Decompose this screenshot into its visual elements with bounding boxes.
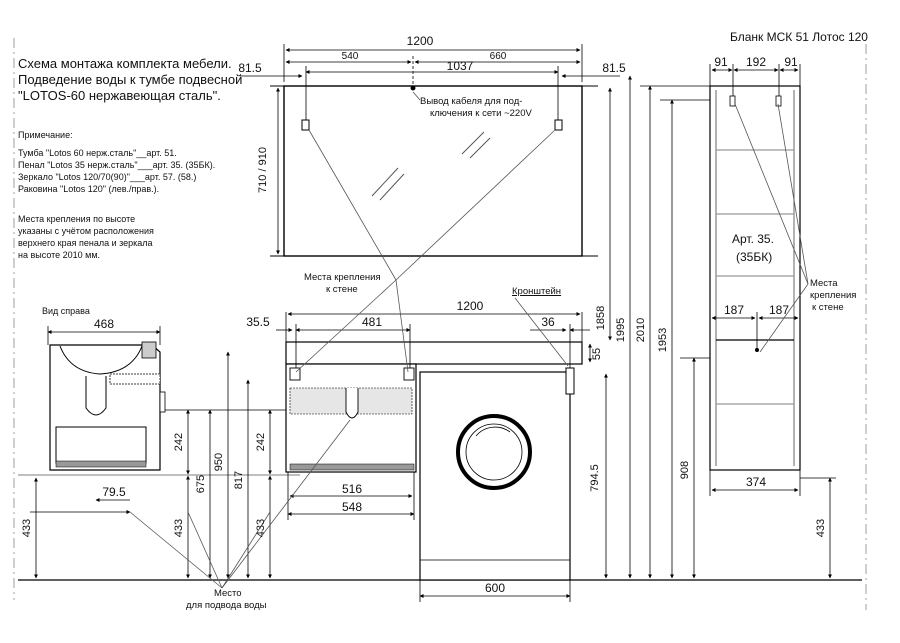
dim-front-242a: 242 (173, 433, 185, 451)
dim-h-1995: 1995 (615, 318, 627, 342)
tall-cabinet (709, 85, 801, 471)
cabinet-mount-label-1: Места (810, 278, 838, 289)
form-title: Бланк МСК 51 Лотос 120 (730, 30, 868, 44)
dim-mirror-width: 1200 (407, 34, 434, 48)
dim-wm-width: 600 (485, 581, 505, 595)
dim-h-1953: 1953 (657, 328, 669, 352)
dim-cabinet-width: 548 (342, 500, 362, 514)
mounting-line-1: Места крепления по высоте (18, 214, 136, 224)
mount-points-label-2: к стене (326, 284, 358, 295)
washing-machine (419, 367, 608, 602)
dim-penal-91a: 91 (714, 55, 728, 69)
dim-mirror-inner: 1037 (447, 59, 474, 73)
dim-side-depth: 468 (94, 317, 114, 331)
dim-h-433c: 433 (815, 519, 827, 537)
dim-mirror-left: 540 (342, 51, 359, 62)
dim-mirror-side-right: 81.5 (602, 61, 626, 75)
vanity-front (285, 341, 583, 473)
dim-front-433a: 433 (173, 519, 185, 537)
bracket-label: Кронштейн (512, 286, 562, 297)
scheme-line-1: Схема монтажа комплекта мебели. (18, 56, 232, 71)
dim-front-433b: 433 (255, 519, 267, 537)
notes-item-1: Тумба "Lotos 60 нерж.сталь"__арт. 51. (18, 148, 177, 158)
water-label-1: Место (214, 588, 242, 599)
cabinet-mount-label-3: к стене (812, 302, 844, 313)
cabinet-mount-label-2: крепления (810, 290, 857, 301)
dim-side-water-offset: 79.5 (102, 485, 126, 499)
front-vertical-dimensions (165, 351, 290, 579)
cabinet-dimensions (709, 64, 801, 496)
dim-mirror-height: 710 / 910 (257, 147, 269, 193)
dim-h-908: 908 (679, 461, 691, 479)
dim-front-242b: 242 (255, 433, 267, 451)
dim-wm-height: 794.5 (589, 464, 601, 492)
mounting-line-4: на высоте 2010 мм. (18, 250, 101, 260)
dim-penal-374: 374 (746, 475, 766, 489)
dim-mirror-right: 660 (490, 51, 507, 62)
side-view-label: Вид справа (42, 306, 90, 316)
dim-penal-192: 192 (746, 55, 766, 69)
side-view-drawing (30, 326, 166, 579)
vanity-dimensions (276, 312, 592, 520)
cable-label-1: Вывод кабеля для под- (420, 96, 523, 107)
dim-penal-91b: 91 (784, 55, 798, 69)
dim-mirror-side-left: 81.5 (238, 61, 262, 75)
mount-points-label-1: Места крепления (304, 272, 381, 283)
dim-top-left: 481 (362, 315, 382, 329)
scheme-line-3: "LOTOS-60 нержавеющая сталь". (18, 88, 221, 103)
dim-penal-187a: 187 (724, 303, 744, 317)
mounting-line-2: указаны с учётом расположения (18, 226, 154, 236)
mirror-dimensions (240, 44, 620, 255)
notes-item-2: Пенал "Lotos 35 нерж.сталь"___арт. 35. (… (18, 160, 216, 170)
dim-side-floor: 433 (21, 519, 33, 537)
height-dimensions (608, 75, 836, 579)
notes-item-4: Раковина "Lotos 120" (лев./прав.). (18, 184, 160, 194)
dim-h-2010: 2010 (635, 318, 647, 342)
cabinet-art-label-2: (35БК) (736, 250, 773, 264)
dim-top-left-offset: 35.5 (246, 315, 270, 329)
dim-cabinet-inner: 516 (342, 482, 362, 496)
dim-top-right: 36 (541, 315, 555, 329)
dim-penal-187b: 187 (769, 303, 789, 317)
mirror (270, 85, 598, 257)
cabinet-art-label-1: Арт. 35. (732, 232, 774, 246)
dim-front-950: 950 (213, 453, 225, 471)
notes-item-3: Зеркало "Lotos 120/70(90)"___арт. 57. (5… (18, 172, 197, 182)
scheme-line-2: Подведение воды к тумбе подвесной (18, 72, 243, 87)
cable-label-2: ключения к сети ~220V (430, 108, 532, 119)
leader-lines (129, 91, 809, 589)
dim-front-675: 675 (195, 475, 207, 493)
dim-front-817: 817 (233, 471, 245, 489)
mounting-line-3: верхнего края пенала и зеркала (18, 238, 153, 248)
water-label-2: для подвода воды (186, 600, 267, 611)
dim-top-thickness: 55 (591, 348, 603, 360)
notes-heading: Примечание: (18, 130, 73, 140)
dim-h-1858: 1858 (595, 306, 607, 330)
dim-top-width: 1200 (457, 299, 484, 313)
